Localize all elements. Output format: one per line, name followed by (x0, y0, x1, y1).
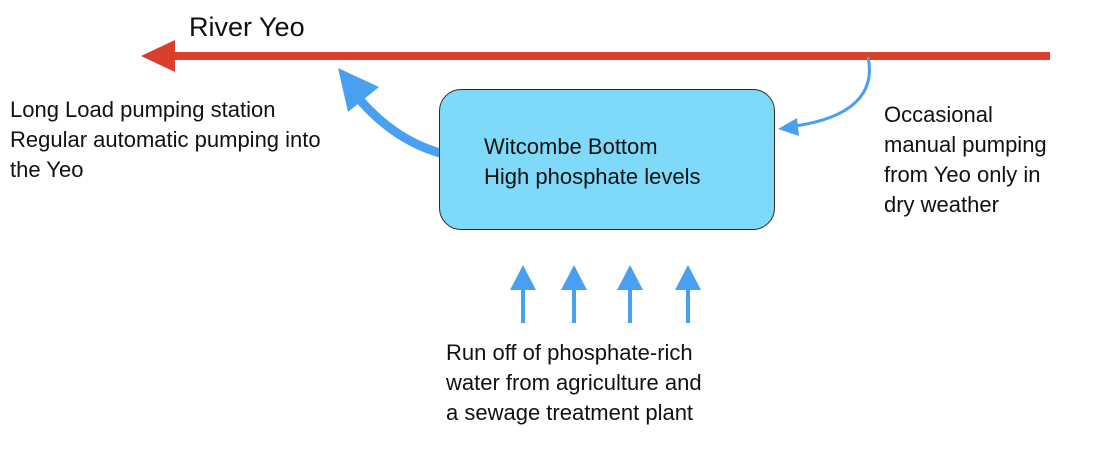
outflow-arrow-shaft (356, 97, 442, 158)
outflow-label: Long Load pumping station Regular automa… (10, 97, 321, 182)
river-arrowhead (141, 40, 175, 72)
runoff-label: Run off of phosphate-rich water from agr… (446, 340, 702, 425)
runoff-arrows (510, 265, 701, 323)
outflow-arrowhead (338, 68, 379, 112)
outflow-arrow (338, 68, 442, 158)
runoff-arrow (675, 265, 701, 323)
box-title: Witcombe Bottom (484, 134, 658, 159)
inflow-label: Occasional manual pumping from Yeo only … (884, 102, 1047, 217)
runoff-arrow (561, 265, 587, 323)
runoff-arrow (510, 265, 536, 323)
inflow-arrow (778, 56, 871, 136)
river-arrow (141, 40, 1050, 72)
box-text: Witcombe Bottom High phosphate levels (484, 132, 700, 192)
box-subtitle: High phosphate levels (484, 164, 701, 189)
witcombe-bottom-box: Witcombe Bottom High phosphate levels (439, 89, 775, 230)
runoff-arrow (617, 265, 643, 323)
inflow-arrow-shaft (794, 56, 871, 128)
river-label: River Yeo (189, 12, 305, 42)
inflow-arrowhead (778, 118, 799, 136)
